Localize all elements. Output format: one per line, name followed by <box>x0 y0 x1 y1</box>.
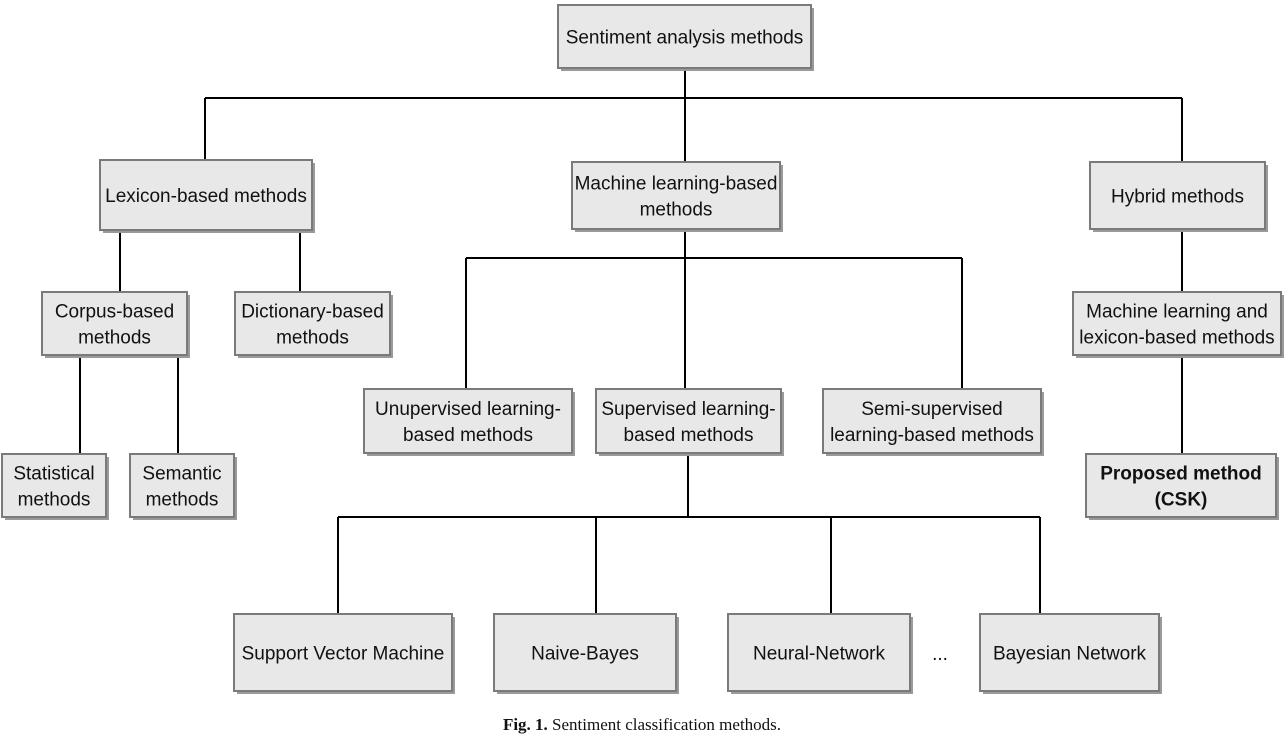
node-ml: Machine learning-based methods <box>571 161 783 232</box>
node-box <box>99 159 313 231</box>
node-dictionary: Dictionary-based methods <box>234 291 393 358</box>
ellipsis-label: ... <box>932 644 948 665</box>
node-label: Semi-supervised <box>861 399 1003 420</box>
node-box <box>234 291 391 356</box>
node-label: lexicon-based methods <box>1079 328 1274 349</box>
node-label: methods <box>78 328 151 349</box>
node-box <box>493 613 677 692</box>
node-label: Unupervised learning- <box>375 399 561 420</box>
node-label: Machine learning and <box>1086 302 1268 323</box>
node-naive-bayes: Naive-Bayes <box>493 613 679 694</box>
node-box <box>233 613 453 692</box>
node-box <box>129 453 235 518</box>
node-label: Proposed method <box>1100 464 1262 485</box>
node-label: Lexicon-based methods <box>105 186 307 207</box>
caption-label: Fig. 1. <box>502 715 548 734</box>
node-supervised: Supervised learning-based methods <box>595 388 784 456</box>
nodes: Sentiment analysis methodsLexicon-based … <box>1 4 1284 694</box>
node-hybrid: Hybrid methods <box>1089 161 1268 232</box>
node-label: methods <box>276 328 349 349</box>
node-svm: Support Vector Machine <box>233 613 455 694</box>
node-label: Machine learning-based <box>575 174 778 195</box>
node-ml-lexicon: Machine learning and lexicon-based method… <box>1072 291 1284 358</box>
node-label: Hybrid methods <box>1111 187 1244 208</box>
node-box <box>822 388 1042 454</box>
node-box <box>1085 453 1277 518</box>
node-box <box>979 613 1160 692</box>
node-box <box>1072 291 1282 356</box>
node-label: Dictionary-based <box>241 302 384 323</box>
node-box <box>557 4 812 69</box>
node-corpus: Corpus-based methods <box>41 291 190 358</box>
node-label: Supervised learning- <box>601 399 775 420</box>
node-label: Support Vector Machine <box>242 644 445 665</box>
node-lexicon: Lexicon-based methods <box>99 159 315 233</box>
node-box <box>363 388 573 454</box>
node-label: based methods <box>403 425 533 446</box>
node-proposed: Proposed method (CSK) <box>1085 453 1279 520</box>
node-label: Bayesian Network <box>993 644 1147 665</box>
node-label: Semantic <box>142 464 221 485</box>
node-root: Sentiment analysis methods <box>557 4 814 71</box>
node-box <box>1 453 107 518</box>
node-label: based methods <box>624 425 754 446</box>
node-unsupervised: Unupervised learning-based methods <box>363 388 575 456</box>
node-semantic: Semantic methods <box>129 453 237 520</box>
node-label: Neural-Network <box>753 644 885 665</box>
connectors <box>79 68 1183 614</box>
node-label: Naive-Bayes <box>531 644 639 665</box>
node-box <box>595 388 782 454</box>
node-label: Sentiment analysis methods <box>566 28 804 49</box>
node-bayesian-network: Bayesian Network <box>979 613 1162 694</box>
node-label: methods <box>18 490 91 511</box>
node-label: (CSK) <box>1155 490 1208 511</box>
node-box <box>727 613 911 692</box>
figure-caption: Fig. 1. Sentiment classification methods… <box>0 715 1284 735</box>
node-box <box>571 161 781 230</box>
node-semisupervised: Semi-supervised learning-based methods <box>822 388 1044 456</box>
node-label: Corpus-based <box>55 302 174 323</box>
node-label: learning-based methods <box>830 425 1034 446</box>
caption-text: Sentiment classification methods. <box>552 715 782 734</box>
node-label: Statistical <box>13 464 94 485</box>
node-statistical: Statistical methods <box>1 453 109 520</box>
node-box <box>1089 161 1266 230</box>
node-label: methods <box>640 200 713 221</box>
node-box <box>41 291 188 356</box>
node-neural-network: Neural-Network <box>727 613 913 694</box>
node-label: methods <box>146 490 219 511</box>
